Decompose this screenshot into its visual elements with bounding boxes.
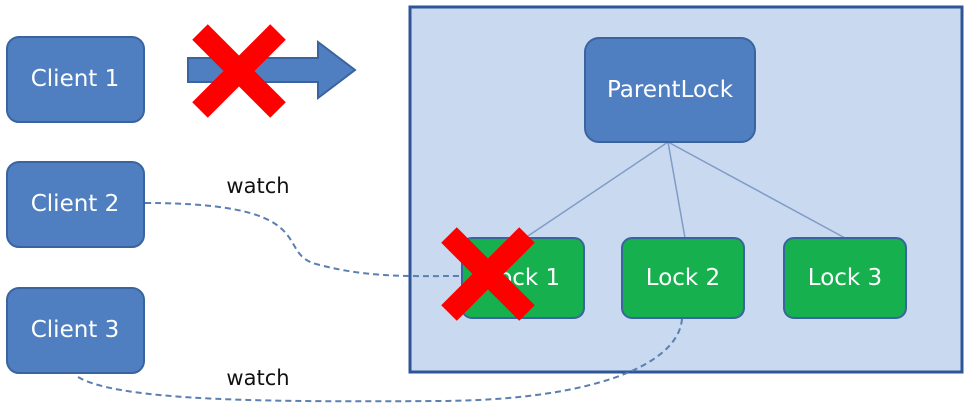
client-3-label: Client 3 bbox=[31, 317, 120, 343]
client-3[interactable]: Client 3 bbox=[6, 287, 145, 374]
lock-2-label: Lock 2 bbox=[646, 265, 720, 291]
lock-3[interactable]: Lock 3 bbox=[783, 237, 907, 319]
client-2[interactable]: Client 2 bbox=[6, 161, 145, 248]
x-mark-icon bbox=[192, 24, 286, 118]
lock-3-box bbox=[783, 237, 907, 319]
watch-line-client-3 bbox=[77, 317, 683, 403]
watch-label-client-3: watch bbox=[226, 366, 289, 390]
parent-lock[interactable]: ParentLock bbox=[584, 37, 756, 143]
lock-3-label: Lock 3 bbox=[808, 265, 882, 291]
x-mark-icon bbox=[441, 227, 535, 321]
client-3-box bbox=[6, 287, 145, 374]
parent-lock-box bbox=[584, 37, 756, 143]
lock-2[interactable]: Lock 2 bbox=[621, 237, 745, 319]
connector-lock-2 bbox=[667, 141, 686, 239]
tree-connectors bbox=[524, 141, 846, 239]
parent-lock-label: ParentLock bbox=[607, 77, 734, 103]
connector-lock-3 bbox=[667, 141, 846, 239]
client-2-box bbox=[6, 161, 145, 248]
right-arrow-icon bbox=[187, 39, 357, 101]
lock-2-box bbox=[621, 237, 745, 319]
watch-label-client-2: watch bbox=[226, 174, 289, 198]
client-1[interactable]: Client 1 bbox=[6, 36, 145, 123]
watch-line-client-2 bbox=[144, 202, 463, 278]
connector-lock-1 bbox=[524, 141, 669, 239]
client-1-box bbox=[6, 36, 145, 123]
client-1-label: Client 1 bbox=[31, 66, 120, 92]
client-2-label: Client 2 bbox=[31, 191, 120, 217]
